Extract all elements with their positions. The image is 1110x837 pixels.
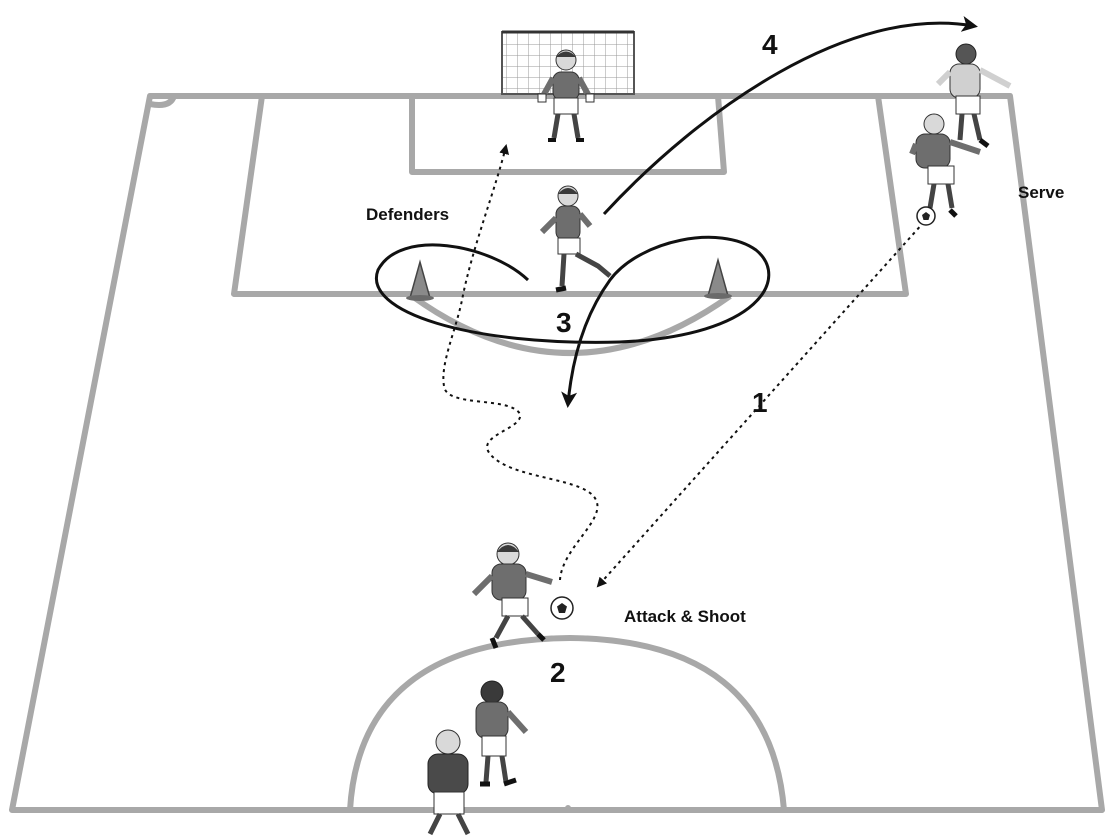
defender-loop-arrow (374, 235, 771, 408)
goalkeeper (537, 49, 595, 142)
server-player-2 (909, 113, 981, 218)
recovery-arrow (602, 16, 978, 216)
cone-icon (406, 259, 434, 301)
penalty-area (231, 95, 909, 297)
step-2-number: 2 (550, 657, 566, 688)
serve-pass-arrow (596, 221, 925, 588)
penalty-arc (410, 293, 732, 356)
movement-paths (374, 16, 978, 588)
center-spot (565, 805, 571, 811)
step-3-number: 3 (556, 307, 572, 338)
serve-label: Serve (1018, 183, 1064, 202)
cone-icon (704, 257, 732, 299)
waiting-player (475, 680, 529, 787)
soccer-ball-icon (916, 206, 936, 226)
waiting-player (427, 729, 471, 836)
attacker-player (471, 542, 553, 649)
defender-player (539, 185, 612, 293)
touchline-outline (9, 93, 1105, 813)
center-circle-arc (347, 635, 787, 811)
server-player (935, 43, 1012, 148)
field-markings (9, 93, 1105, 813)
step-4-number: 4 (762, 29, 778, 60)
defenders-label: Defenders (366, 205, 449, 224)
step-1-number: 1 (752, 387, 768, 418)
soccer-ball-icon (550, 596, 574, 620)
goal-area (409, 95, 727, 175)
corner-arc (149, 94, 177, 108)
attack-shoot-label: Attack & Shoot (624, 607, 746, 626)
